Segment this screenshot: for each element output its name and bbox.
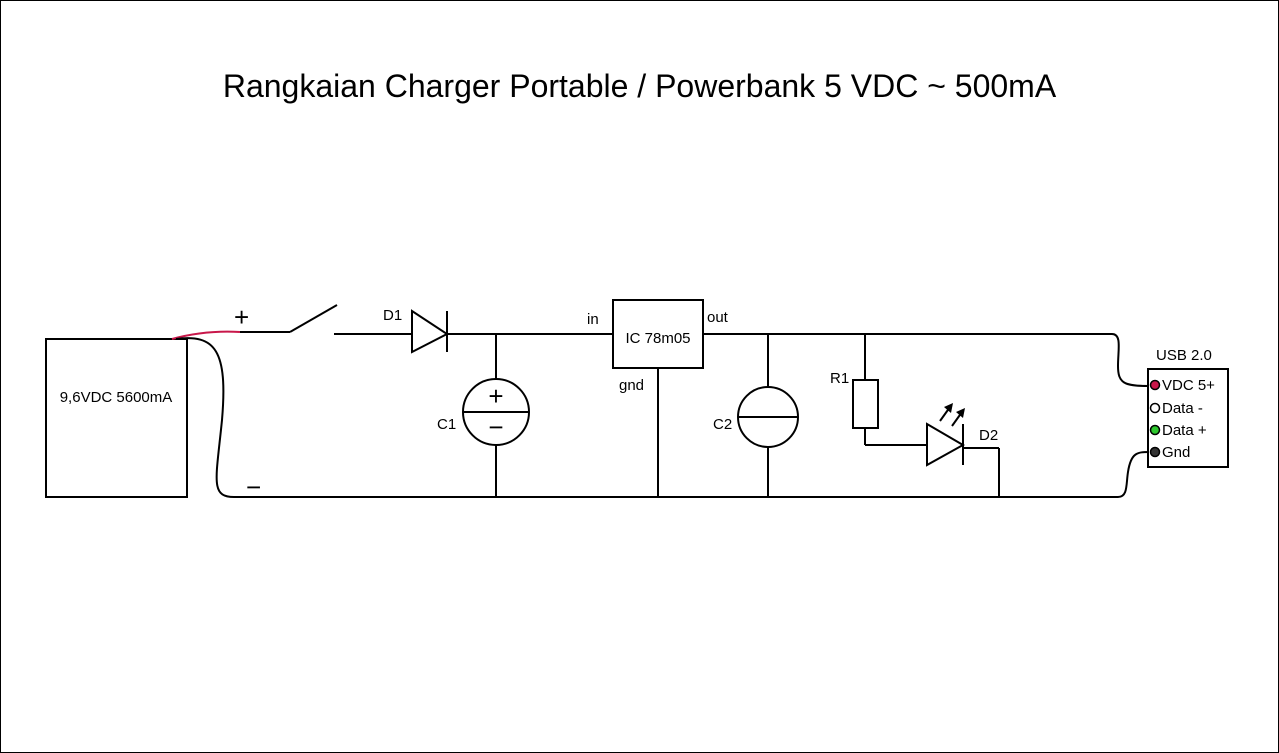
r1-label: R1 bbox=[830, 370, 849, 387]
usb-title: USB 2.0 bbox=[1156, 347, 1212, 364]
led-light-arrow-2 bbox=[956, 408, 965, 418]
usb-pin-gnd: Gnd bbox=[1149, 444, 1190, 461]
usb-pin-label: VDC 5+ bbox=[1162, 377, 1215, 394]
regulator-label: IC 78m05 bbox=[625, 330, 690, 347]
usb-pin-dot bbox=[1149, 402, 1161, 414]
c1-plus-sign: + bbox=[488, 381, 503, 411]
battery-label: 9,6VDC 5600mA bbox=[60, 389, 173, 406]
usb-connector-box bbox=[1147, 368, 1229, 468]
diagram-title: Rangkaian Charger Portable / Powerbank 5… bbox=[222, 68, 1057, 104]
positive-lead-wire bbox=[171, 330, 241, 340]
c1-label: C1 bbox=[437, 416, 456, 433]
usb-pin-label: Data - bbox=[1162, 400, 1203, 417]
usb-pin-dot bbox=[1149, 446, 1161, 458]
c2-label: C2 bbox=[713, 416, 732, 433]
d1-diode-symbol bbox=[411, 309, 449, 354]
switch-lever bbox=[289, 304, 338, 333]
usb-pin-label: Gnd bbox=[1162, 444, 1190, 461]
plus-terminal-label: + bbox=[234, 302, 249, 332]
usb-pin-label: Data + bbox=[1162, 422, 1207, 439]
top-wire-out bbox=[703, 333, 1149, 387]
battery-box bbox=[45, 338, 188, 498]
negative-lead-wire bbox=[175, 337, 235, 498]
ground-rail bbox=[234, 451, 1151, 498]
regulator-gnd-label: gnd bbox=[619, 377, 644, 394]
regulator-out-label: out bbox=[707, 309, 729, 326]
usb-pin-vdc: VDC 5+ bbox=[1149, 377, 1215, 394]
regulator-in-label: in bbox=[587, 311, 599, 328]
d1-label: D1 bbox=[383, 307, 402, 324]
led-light-arrow-1 bbox=[944, 403, 953, 413]
minus-terminal-label: − bbox=[246, 472, 261, 502]
d2-label: D2 bbox=[979, 427, 998, 444]
d2-led-symbol bbox=[926, 422, 966, 467]
usb-pin-data-plus: Data + bbox=[1149, 422, 1207, 439]
usb-pin-dot bbox=[1149, 424, 1161, 436]
usb-pin-data-minus: Data - bbox=[1149, 400, 1203, 417]
c1-minus-sign: − bbox=[488, 412, 503, 442]
r1-resistor-symbol bbox=[852, 379, 879, 429]
usb-pin-dot bbox=[1149, 379, 1161, 391]
